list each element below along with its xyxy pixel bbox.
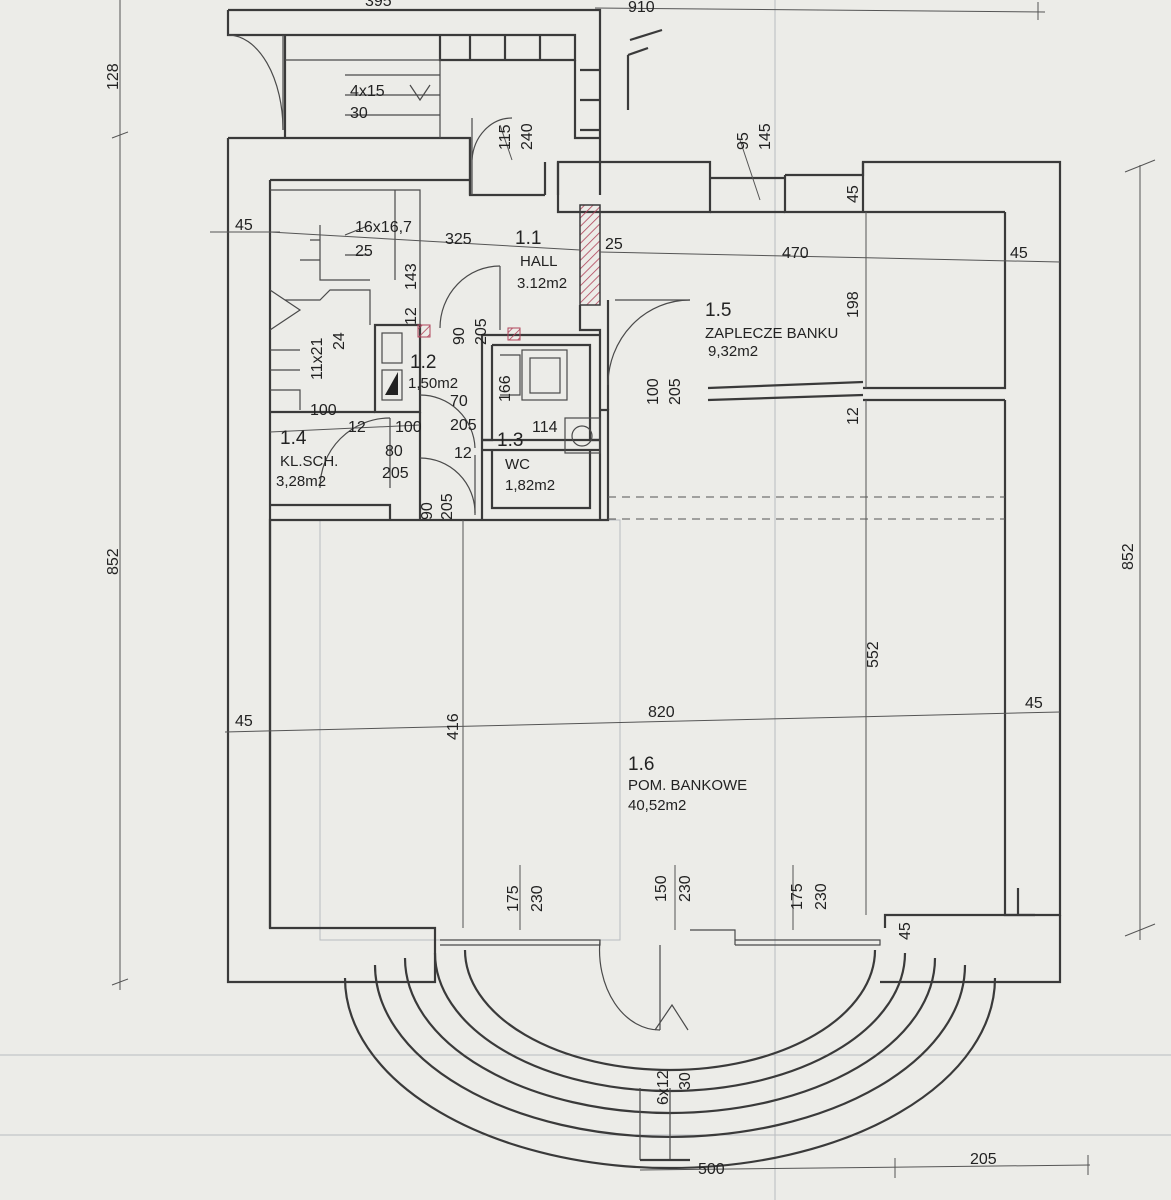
room-name-banking-hall: POM. BANKOWE bbox=[628, 777, 747, 794]
dimension-label: 395 bbox=[365, 0, 392, 10]
hatched-wall bbox=[579, 204, 601, 306]
dimension-label: 205 bbox=[473, 318, 490, 345]
dimension-label: 45 bbox=[845, 185, 862, 203]
dimension-label: 11x21 bbox=[309, 337, 326, 380]
dimension-label: 12 bbox=[454, 445, 472, 462]
dimension-label: 470 bbox=[782, 245, 809, 262]
dimension-label: 25 bbox=[355, 243, 373, 260]
doors bbox=[227, 34, 691, 1031]
dimension-label: 6x12 bbox=[655, 1070, 672, 1105]
room-area-backroom: 9,32m2 bbox=[708, 343, 758, 360]
room-area-stair-closet: 3,28m2 bbox=[276, 473, 326, 490]
room-area-banking-hall: 40,52m2 bbox=[628, 797, 686, 814]
dimension-label: 150 bbox=[653, 875, 670, 902]
dimension-label: 205 bbox=[439, 493, 456, 520]
dimension-label: 175 bbox=[505, 885, 522, 912]
dimension-label: 230 bbox=[529, 885, 546, 912]
dimension-label: 90 bbox=[419, 502, 436, 520]
walls bbox=[226, 8, 1062, 984]
dimension-label: 45 bbox=[1025, 695, 1043, 712]
labels: 1.1 HALL 3.12m2 1.2 1,50m2 1.3 WC 1,82m2… bbox=[105, 0, 1137, 1178]
room-name-backroom: ZAPLECZE BANKU bbox=[705, 325, 838, 342]
dimension-label: 205 bbox=[970, 1151, 997, 1168]
dimension-label: 30 bbox=[677, 1072, 694, 1090]
dimension-label: 205 bbox=[667, 378, 684, 405]
dashed-lines bbox=[608, 496, 1005, 520]
dimension-label: 128 bbox=[105, 63, 122, 90]
dimension-label: 115 bbox=[497, 124, 514, 150]
room-number-banking-hall: 1.6 bbox=[628, 754, 654, 775]
dimension-label: 100 bbox=[395, 419, 422, 436]
dimension-label: 100 bbox=[645, 378, 662, 405]
dimension-label: 175 bbox=[789, 883, 806, 910]
dimension-label: 500 bbox=[698, 1161, 725, 1178]
room-area-wc: 1,82m2 bbox=[505, 477, 555, 494]
room-number-wc: 1.3 bbox=[497, 430, 523, 451]
dimension-label: 145 bbox=[757, 123, 774, 150]
front-steps bbox=[343, 929, 997, 1170]
dimension-label: 114 bbox=[532, 419, 558, 436]
room-name-wc: WC bbox=[505, 456, 530, 473]
dimension-label: 12 bbox=[403, 307, 420, 325]
dimension-label: 205 bbox=[450, 417, 477, 434]
dimension-label: 100 bbox=[310, 402, 337, 419]
dimension-label: 90 bbox=[451, 327, 468, 345]
dimension-label: 30 bbox=[350, 105, 368, 122]
dimension-label: 45 bbox=[235, 713, 253, 730]
dimension-label: 16x16,7 bbox=[355, 219, 412, 236]
dimension-label: 230 bbox=[677, 875, 694, 902]
dimension-label: 230 bbox=[813, 883, 830, 910]
dimension-label: 852 bbox=[1120, 543, 1137, 570]
dimension-label: 24 bbox=[331, 332, 348, 350]
room-name-hall: HALL bbox=[520, 253, 558, 270]
dimension-label: 166 bbox=[497, 375, 514, 402]
dimension-label: 12 bbox=[845, 407, 862, 425]
dimension-label: 25 bbox=[605, 236, 623, 253]
dimension-label: 910 bbox=[628, 0, 655, 16]
dimension-label: 4x15 bbox=[350, 83, 385, 100]
dimension-label: 240 bbox=[519, 123, 536, 150]
dimension-label: 45 bbox=[897, 922, 914, 940]
dimension-label: 205 bbox=[382, 465, 409, 482]
dimension-label: 70 bbox=[450, 393, 468, 410]
dimension-label: 416 bbox=[445, 713, 462, 740]
dimension-lines bbox=[111, 0, 1156, 1178]
dimension-label: 552 bbox=[865, 641, 882, 668]
dimension-label: 325 bbox=[445, 231, 472, 248]
dimension-label: 45 bbox=[235, 217, 253, 234]
dimension-label: 45 bbox=[1010, 245, 1028, 262]
partitions bbox=[270, 138, 610, 520]
dimension-label: 143 bbox=[403, 263, 420, 290]
dimension-label: 820 bbox=[648, 704, 675, 721]
room-number-stair-closet: 1.4 bbox=[280, 428, 307, 449]
dimension-label: 198 bbox=[845, 291, 862, 318]
room-number-backroom: 1.5 bbox=[705, 300, 731, 321]
room-number-hall: 1.1 bbox=[515, 228, 541, 249]
room-number-closet: 1.2 bbox=[410, 352, 436, 373]
dimension-label: 852 bbox=[105, 548, 122, 575]
dimension-label: 95 bbox=[735, 132, 752, 150]
room-area-hall: 3.12m2 bbox=[517, 275, 567, 292]
room-area-closet: 1,50m2 bbox=[408, 375, 458, 392]
stairs bbox=[269, 59, 441, 410]
dimension-label: 12 bbox=[348, 419, 366, 436]
dimension-label: 80 bbox=[385, 443, 403, 460]
room-name-stair-closet: KL.SCH. bbox=[280, 453, 338, 470]
